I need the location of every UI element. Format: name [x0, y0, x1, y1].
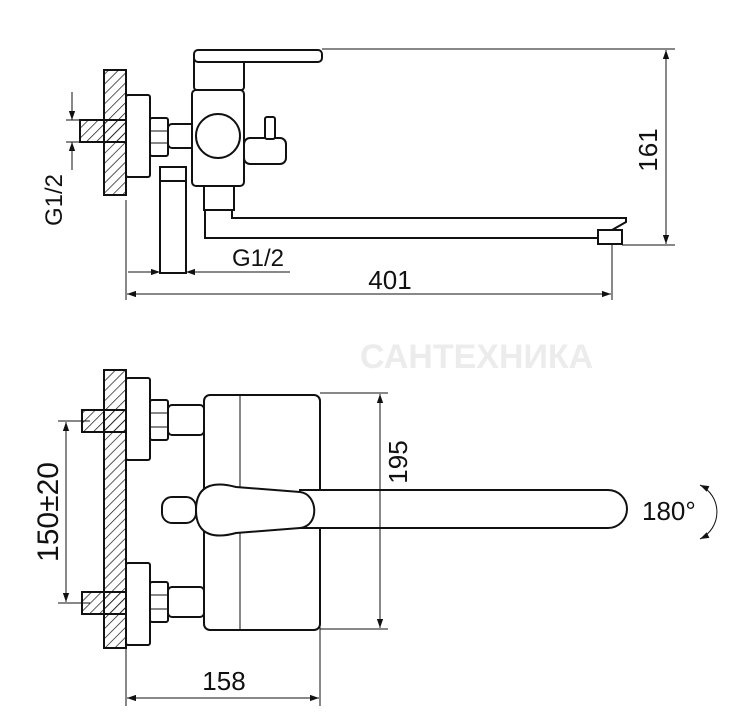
dimension-outlet-thread: G1/2 — [125, 200, 290, 300]
dimension-projection: 158 — [125, 530, 321, 706]
spout — [204, 187, 627, 239]
lower-connector — [159, 166, 187, 274]
shower-diverter — [243, 137, 287, 165]
lever-top — [194, 483, 316, 537]
centre-spacing-label: 150±20 — [32, 462, 65, 562]
diverter-pin — [264, 116, 276, 140]
top-view — [81, 369, 628, 649]
upper-nut — [149, 399, 169, 441]
wall-flange — [125, 94, 151, 178]
nut — [149, 117, 169, 157]
aerator — [597, 229, 623, 245]
dimension-centre-spacing: 150±20 — [32, 420, 90, 604]
outlet-thread-label: G1/2 — [232, 245, 284, 272]
upper-flange — [125, 377, 151, 461]
lower-flange — [125, 562, 151, 646]
spout-nut — [203, 185, 235, 211]
upper-connector — [167, 404, 205, 436]
lower-nut — [149, 581, 169, 623]
height-label: 161 — [633, 128, 663, 171]
dimension-height: 161 — [322, 48, 675, 246]
projection-label: 158 — [202, 666, 245, 696]
diverter-knob — [195, 113, 241, 159]
swivel-angle-label: 180° — [642, 496, 696, 526]
wall-section-top — [103, 369, 127, 649]
side-view — [79, 49, 627, 274]
lower-connector-top — [167, 586, 205, 618]
dimension-inlet-thread: G1/2 — [41, 92, 80, 226]
inlet-pipe — [79, 119, 127, 143]
dimension-overall-length: 401 — [127, 244, 613, 300]
swivel-angle: 180° — [642, 484, 718, 540]
swivel-arc — [699, 484, 718, 540]
overall-length-label: 401 — [368, 265, 411, 295]
spout-length-label: 195 — [383, 440, 413, 483]
watermark: САНТЕХНИКА — [360, 338, 593, 376]
spout-arm — [299, 489, 628, 529]
lever-handle — [193, 49, 323, 63]
diverter-knob-top — [161, 496, 197, 524]
inlet-thread-label: G1/2 — [41, 174, 68, 226]
dimension-spout-length: 195 — [320, 392, 413, 630]
